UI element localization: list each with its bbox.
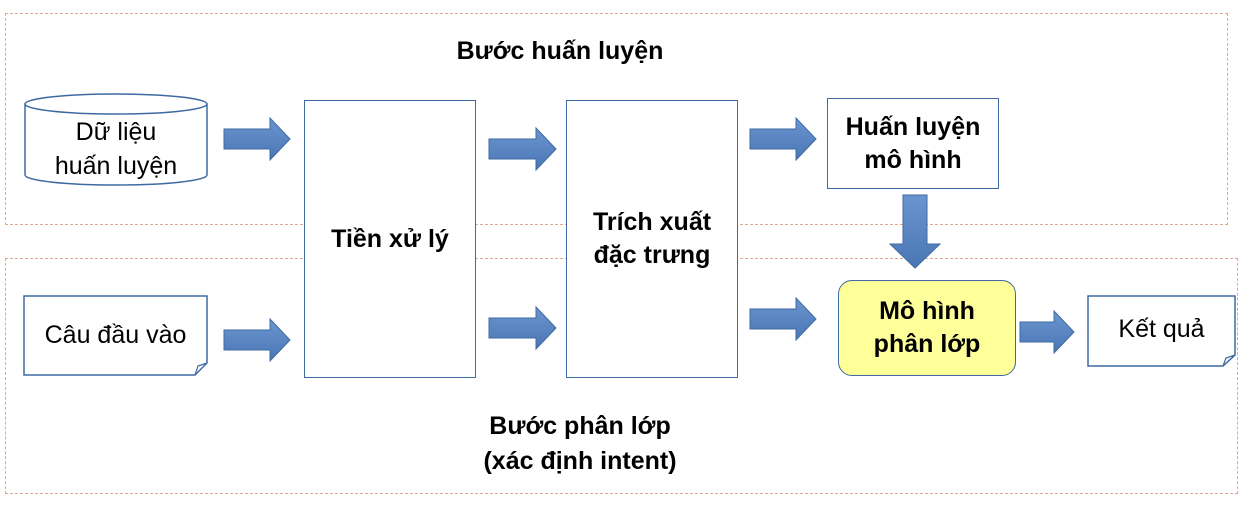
arrow-classifier-to-result — [1019, 309, 1075, 355]
result-text: Kết quả — [1118, 314, 1205, 343]
classifier-model-box: Mô hình phân lớp — [838, 280, 1016, 376]
result-box: Kết quả — [1088, 296, 1235, 362]
arrow-train-to-classifier — [888, 194, 942, 269]
training-data-label: Dữ liệu huấn luyện — [28, 115, 204, 183]
arrow-input-to-preprocess — [223, 317, 291, 363]
classification-title-line1: Bước phân lớp — [489, 412, 671, 440]
training-data-text: Dữ liệu huấn luyện — [54, 118, 178, 180]
training-title: Bước huấn luyện — [456, 37, 664, 65]
preprocessing-box: Tiền xử lý — [304, 100, 476, 378]
input-sentence-text: Câu đầu vào — [44, 321, 187, 349]
train-model-box: Huấn luyện mô hình — [827, 98, 999, 189]
feature-extraction-box: Trích xuất đặc trưng — [566, 100, 738, 378]
classifier-model-text: Mô hình phân lớp — [873, 297, 981, 358]
arrow-preprocess-to-features-bottom — [488, 305, 557, 351]
feature-extraction-text: Trích xuất đặc trưng — [592, 208, 712, 269]
arrow-preprocess-to-features-top — [488, 126, 557, 172]
arrow-features-to-classifier — [749, 296, 817, 342]
train-model-text: Huấn luyện mô hình — [845, 112, 981, 174]
arrow-data-to-preprocess — [223, 116, 291, 162]
preprocessing-text: Tiền xử lý — [331, 224, 449, 253]
input-sentence-box: Câu đầu vào — [24, 296, 207, 375]
arrow-features-to-train — [749, 116, 817, 162]
classification-title-line2: (xác định intent) — [483, 447, 677, 475]
